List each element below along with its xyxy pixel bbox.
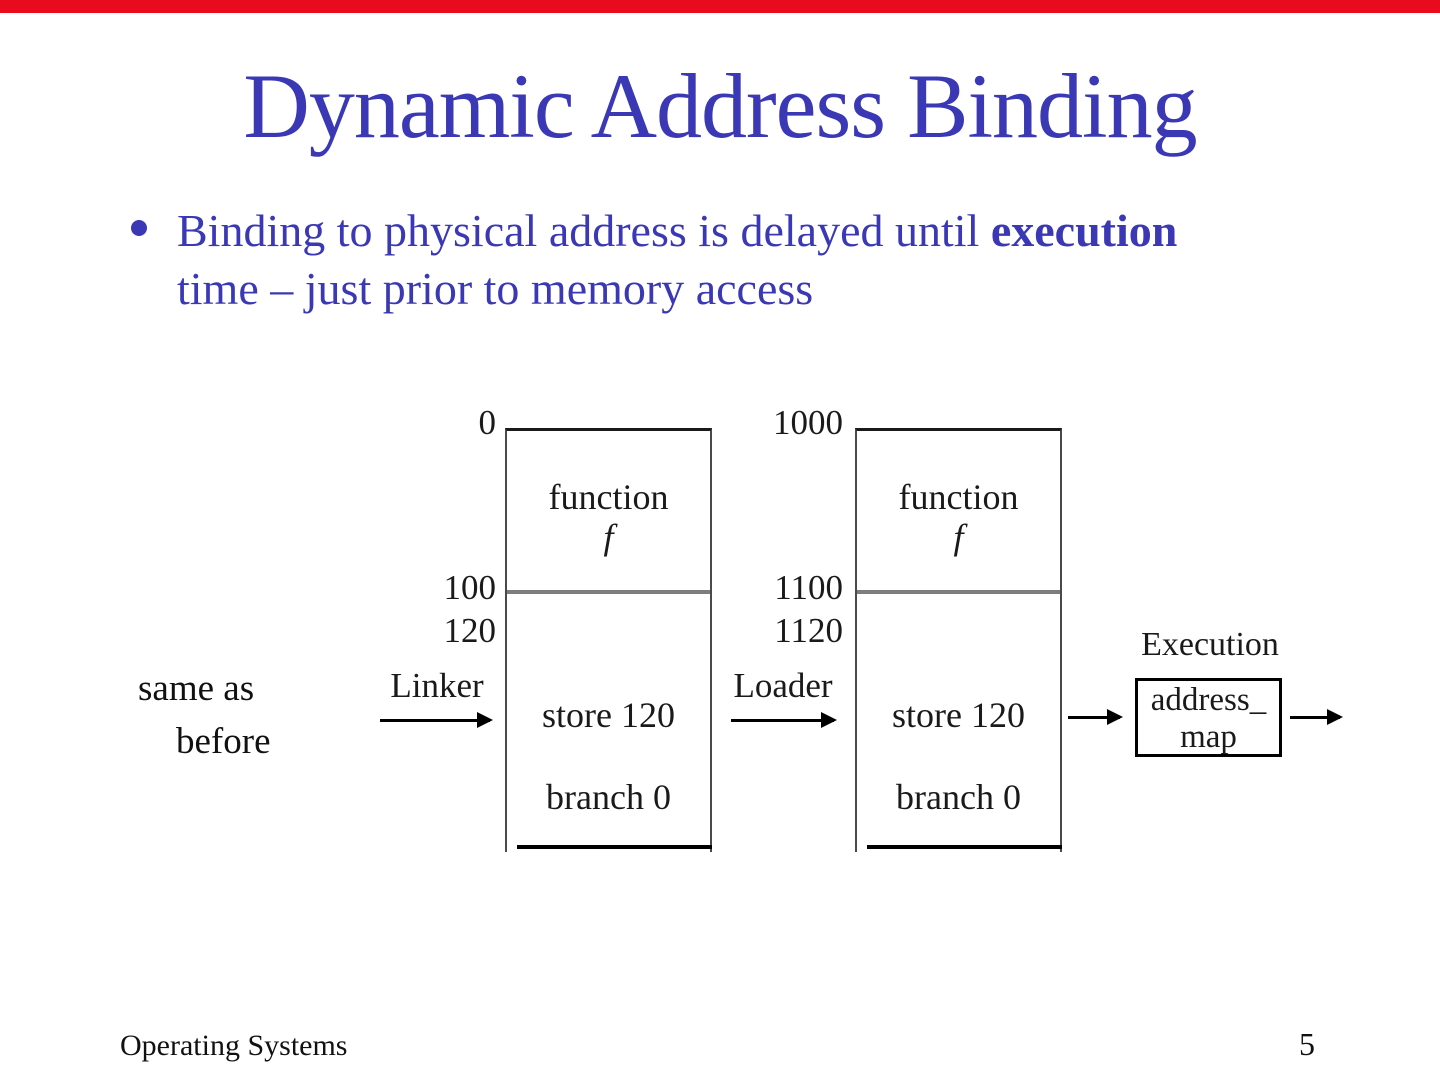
address-label-120: 120 — [443, 611, 497, 650]
page-title: Dynamic Address Binding — [243, 55, 1197, 157]
bullet-text: Binding to physical address is delayed u… — [177, 202, 1307, 318]
memory-box-bottom-line — [517, 845, 712, 849]
loader-arrow — [731, 712, 837, 728]
bullet-line1-regular: Binding to physical address is delayed u… — [177, 205, 991, 256]
accent-bar — [0, 0, 1440, 13]
address-map-line2: map — [1180, 719, 1237, 755]
function-name: f — [603, 517, 614, 557]
bullet-line-2: time – just prior to memory access — [177, 263, 814, 314]
address-label-1000: 1000 — [773, 403, 843, 442]
memory-box-bottom-line — [867, 845, 1062, 849]
instruction-store: store 120 — [542, 695, 675, 735]
address-map-line1: address_ — [1150, 682, 1267, 718]
from-address-map-arrow — [1290, 709, 1343, 725]
instruction-branch: branch 0 — [546, 777, 671, 817]
side-note: same as before — [138, 662, 271, 768]
memory-box-divider — [857, 590, 1060, 594]
bullet-line-1: Binding to physical address is delayed u… — [177, 202, 1307, 260]
execution-label: Execution — [1141, 626, 1279, 663]
address-label-100: 100 — [443, 568, 497, 607]
footer-course-name: Operating Systems — [120, 1029, 348, 1062]
bullet-marker — [131, 220, 147, 236]
footer-page-number: 5 — [1299, 1026, 1315, 1062]
address-label-1100: 1100 — [774, 568, 843, 607]
memory-box-loaded: function f store 120 branch 0 — [855, 428, 1062, 852]
side-note-line2: before — [176, 721, 271, 762]
instruction-store: store 120 — [892, 695, 1025, 735]
linker-label: Linker — [390, 666, 484, 705]
instruction-branch: branch 0 — [896, 777, 1021, 817]
side-note-line1: same as — [138, 668, 255, 709]
function-label: function — [548, 477, 669, 517]
linker-arrow — [380, 712, 493, 728]
bullet-line1-bold: execution — [990, 205, 1178, 256]
address-map-box: address_ map — [1135, 678, 1282, 757]
function-name: f — [953, 517, 964, 557]
function-label: function — [898, 477, 1019, 517]
memory-box-linked: function f store 120 branch 0 — [505, 428, 712, 852]
address-label-1120: 1120 — [774, 611, 843, 650]
to-address-map-arrow — [1068, 709, 1123, 725]
address-label-0: 0 — [478, 403, 497, 442]
memory-box-divider — [507, 590, 710, 594]
loader-label: Loader — [733, 666, 833, 705]
